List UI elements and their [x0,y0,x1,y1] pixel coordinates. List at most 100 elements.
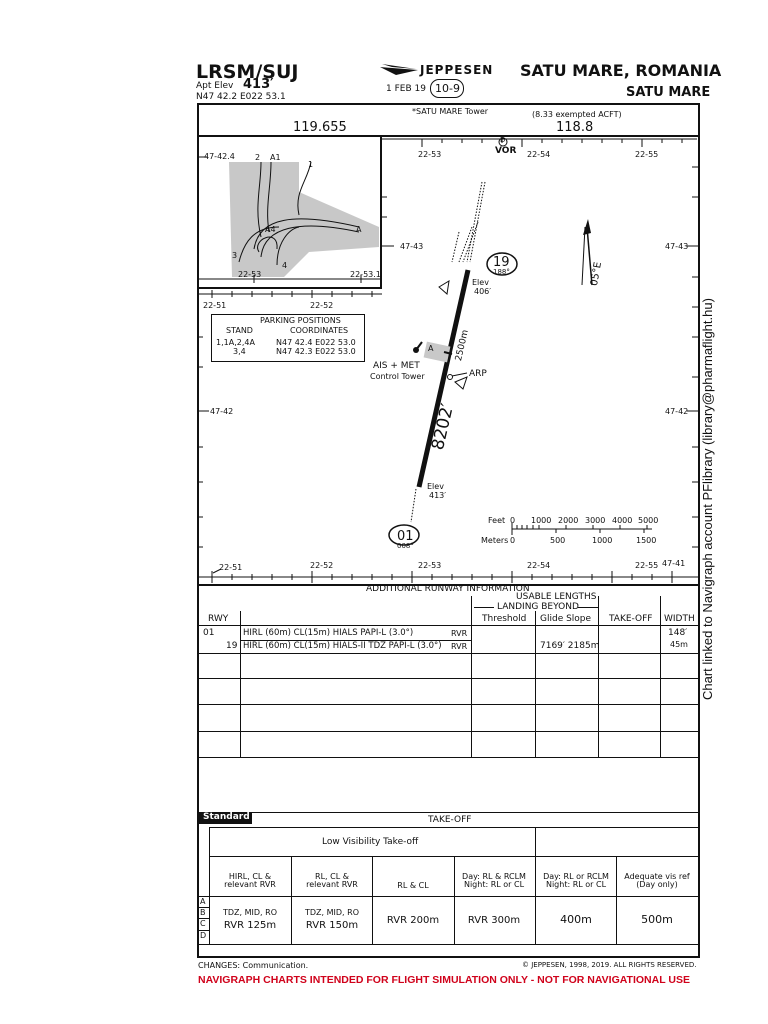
standard-label: Standard [203,812,250,822]
to-val-1-top: TDZ, MID, RO [223,908,277,917]
parking-row-1-stand: 1,1A,2,4A [216,338,255,347]
approach-lights-north [451,181,486,263]
runway-01-19 [416,269,471,488]
takeoff-header-line [209,827,700,828]
ais-met-label: AIS + MET [373,361,420,371]
scale-m-3: 1500 [636,536,657,545]
row4-line [197,704,700,705]
rwy-19-number: 19 [493,255,510,270]
scale-m-2: 1000 [592,536,613,545]
lvto-label: Low Visibility Take-off [322,837,419,847]
bottom-lon-5: 22-55 [635,561,659,570]
scale-feet-5: 5000 [638,516,659,525]
scale-feet-label: Feet [488,516,506,525]
chart-number: 10-9 [435,82,460,95]
freq-divider [197,135,700,137]
inset-lon-left: 22-53 [238,270,262,279]
row3-line [197,678,700,679]
rwy-19-circle [486,252,518,276]
scale-bar [511,523,652,535]
inset-label-3: 3 [232,251,238,260]
top-lon-2: 22-54 [527,150,551,159]
to-left-line [209,827,210,944]
inset-label-2: 2 [255,153,261,162]
inset-label-4: 4 [282,261,288,270]
jeppesen-logo-icon [380,64,418,75]
apt-elev: 413′ [243,77,274,92]
mid-tick-marks [197,290,382,298]
row2-width: 45m [670,640,688,649]
rwy-col-line [240,611,241,757]
parking-col-stand: STAND [226,326,253,335]
lat-right-1: 47-43 [665,242,689,251]
top-tick-marks [382,138,697,147]
to-col-3-header: RL & CL [397,881,429,890]
row1-line [240,640,471,641]
to-letter-d: D [200,931,207,940]
scale-feet-2: 2000 [558,516,579,525]
control-tower-label: Control Tower [370,372,425,381]
scale-feet-0: 0 [510,516,516,525]
vor-code: D [500,136,506,144]
letter-line-2 [197,918,209,919]
parking-title: PARKING POSITIONS [260,316,341,325]
to-col3-line [454,856,455,944]
tower-frequency: 118.8 [556,120,594,135]
mid-lon-1: 22-51 [203,301,227,310]
parking-box [211,314,365,362]
tower-label: *SATU MARE Tower [412,107,489,116]
inset-label-1: 1 [308,160,314,169]
usable-lengths: USABLE LENGTHS [516,592,597,602]
inset-label-a1: A1 [270,153,281,162]
parking-row-2-stand: 3,4 [233,347,246,356]
icao-code: LRSM/SUJ [196,61,299,83]
landing-dash-right [578,607,598,608]
to-val-2-top: TDZ, MID, RO [305,908,359,917]
elev-19-value: 406′ [474,287,492,296]
glide-col-line [535,611,536,757]
city-country: SATU MARE, ROMANIA [520,61,722,80]
inset-frame [197,137,382,289]
apron-label: A [428,344,434,353]
runway-table-title: ADDITIONAL RUNWAY INFORMATION [366,584,530,594]
col-rwy: RWY [208,614,229,624]
to-val-4: RVR 300m [467,915,521,926]
parking-row-1-coords: N47 42.4 E022 53.0 [276,338,356,347]
threshold-col-line [471,596,472,757]
papi-south-icon [454,376,468,390]
row6-line [197,757,700,758]
mid-lon-2: 22-52 [310,301,334,310]
right-lat-ticks [197,166,700,548]
papi-north-icon [438,280,450,295]
bottom-lon-3: 22-53 [418,561,442,570]
col-width: WIDTH [664,614,695,624]
takeoff-col-line [598,596,599,757]
to-col1-line [291,856,292,944]
magnetic-variation-arrow [581,219,593,286]
inset-diagram [199,156,380,283]
landing-dash-left [474,607,494,608]
to-bottom-line [197,944,700,945]
runway-header-line [197,625,700,626]
to-letter-c: C [200,919,206,928]
to-val-2: RVR 150m [305,920,359,931]
side-note: Chart linked to Navigraph account PFlibr… [700,298,715,700]
row1-rvr: RVR [451,629,468,638]
row2-line [197,653,700,654]
takeoff-title: TAKE-OFF [428,815,472,825]
width-col-line [660,596,661,757]
takeoff-top-line [197,812,700,813]
vor-label: VOR [495,146,517,156]
to-col-2-header: RL, CL & relevant RVR [306,872,358,889]
lat-left-1: 47-43 [400,242,424,251]
to-col-1-header: HIRL, CL & relevant RVR [224,872,276,889]
standard-badge [199,812,252,824]
to-val-6: 500m [641,913,673,926]
scale-feet-4: 4000 [612,516,633,525]
to-val-1: RVR 125m [223,920,277,931]
apt-elev-label: Apt Elev [196,81,234,91]
elev-01-label: Elev [427,482,444,491]
to-letter-b: B [200,908,206,917]
chart-frame [197,103,700,958]
top-lon-3: 22-55 [635,150,659,159]
